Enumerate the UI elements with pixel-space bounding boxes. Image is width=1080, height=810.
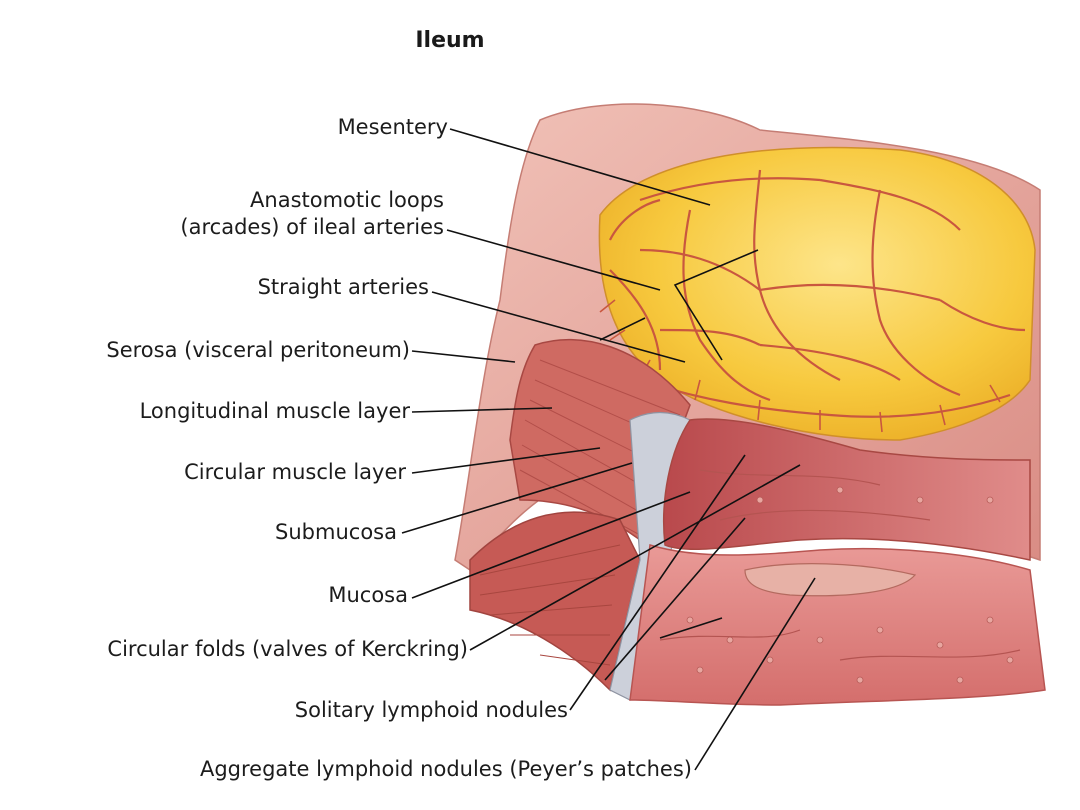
- solitary-nodules: [686, 486, 1014, 684]
- leader-anastomotic-branch: [673, 249, 759, 361]
- leader-mesentery: [449, 128, 711, 206]
- label-straight-arteries: Straight arteries: [257, 275, 429, 299]
- leader-lines: [401, 128, 816, 771]
- peyers-patch: [744, 563, 917, 597]
- leader-circular-folds: [469, 464, 801, 651]
- label-mesentery: Mesentery: [337, 115, 448, 139]
- leader-serosa: [411, 350, 516, 363]
- diagram-title: Ileum: [415, 28, 485, 53]
- leader-anastomotic: [446, 229, 661, 291]
- label-submucosa: Submucosa: [275, 520, 397, 544]
- leader-straight-arteries: [431, 291, 686, 363]
- leader-solitary-b: [659, 617, 723, 639]
- leader-circular-muscle: [411, 447, 601, 474]
- circular-folds: [659, 469, 1021, 661]
- label-longitudinal-muscle: Longitudinal muscle layer: [139, 399, 410, 423]
- leader-mucosa: [411, 491, 691, 599]
- leader-aggregate: [694, 577, 816, 771]
- label-serosa: Serosa (visceral peritoneum): [106, 338, 410, 362]
- leader-straight-arteries-b: [599, 317, 646, 341]
- label-anastomotic-line2: (arcades) of ileal arteries: [180, 215, 444, 239]
- label-circular-muscle: Circular muscle layer: [184, 460, 406, 484]
- mucosa-surface: [629, 544, 1046, 706]
- label-anastomotic-loops: Anastomotic loops (arcades) of ileal art…: [180, 187, 444, 241]
- lumen-interior: [662, 418, 1031, 561]
- leader-submucosa: [401, 462, 633, 534]
- label-anastomotic-line1: Anastomotic loops: [250, 188, 444, 212]
- leader-longitudinal: [411, 407, 553, 413]
- leader-solitary-c: [604, 517, 746, 681]
- leader-solitary: [569, 454, 746, 711]
- label-solitary-nodules: Solitary lymphoid nodules: [294, 698, 568, 722]
- label-circular-folds: Circular folds (valves of Kerckring): [107, 637, 468, 661]
- circular-muscle: [469, 511, 641, 692]
- label-mucosa: Mucosa: [328, 583, 408, 607]
- label-aggregate-nodules: Aggregate lymphoid nodules (Peyer’s patc…: [199, 757, 692, 781]
